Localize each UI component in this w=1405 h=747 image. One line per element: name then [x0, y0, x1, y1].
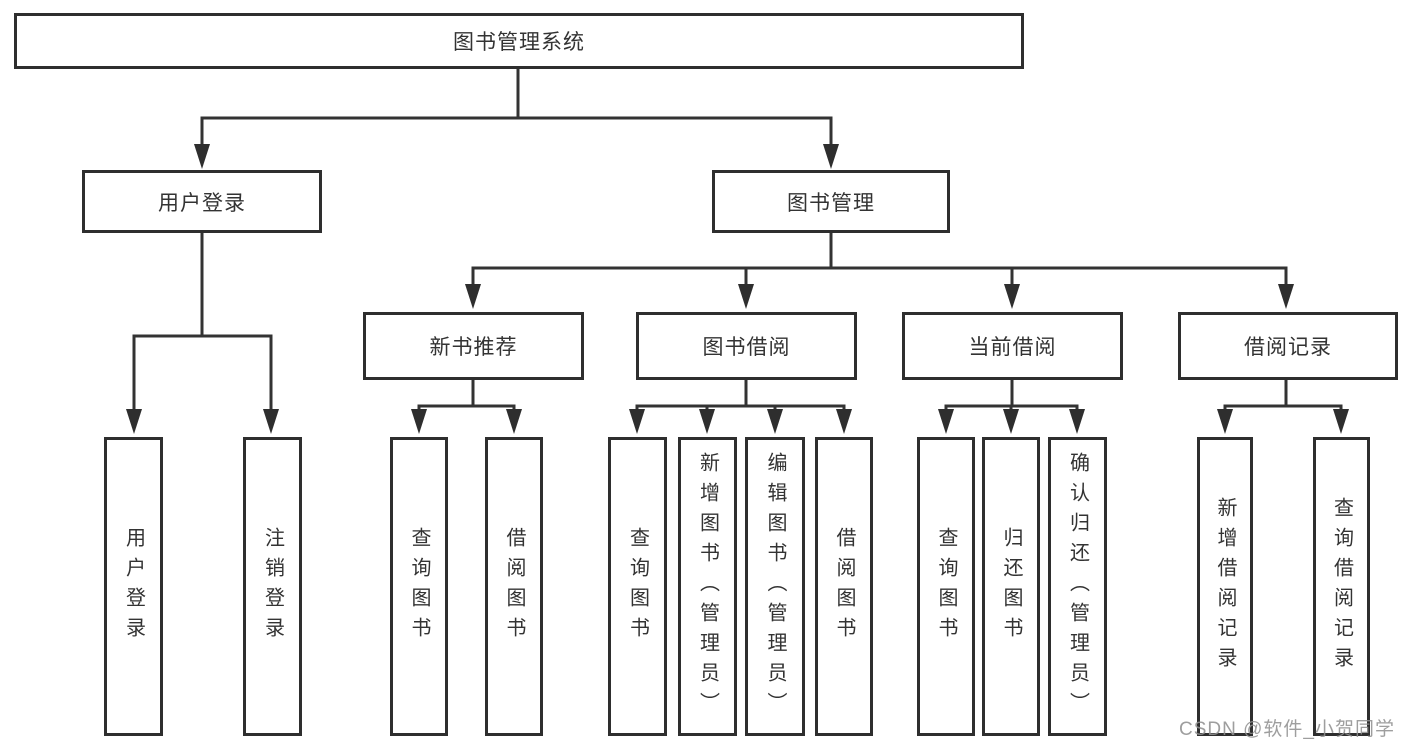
leaf-label: 查询图书	[935, 526, 957, 647]
node-label: 图书借阅	[702, 335, 791, 359]
node-label: 用户登录	[158, 190, 246, 215]
node-current-borrowing: 当前借阅	[902, 312, 1123, 380]
node-new-book-recommendation: 新书推荐	[363, 312, 584, 380]
leaf-label: 确认归还（管理员）	[1066, 451, 1089, 722]
leaf-add-borrow-record: 新增借阅记录	[1197, 437, 1253, 736]
node-book-management: 图书管理	[712, 170, 950, 233]
node-label: 图书管理	[787, 190, 875, 215]
leaf-label: 归还图书	[1000, 526, 1022, 647]
node-label: 当前借阅	[968, 335, 1057, 359]
node-label: 新书推荐	[429, 335, 518, 359]
leaf-user-login: 用户登录	[104, 437, 163, 736]
connector-current-to-leaves	[938, 380, 1085, 434]
leaf-label: 查询图书	[626, 526, 649, 647]
leaf-label: 编辑图书（管理员）	[764, 451, 786, 722]
leaf-return-books: 归还图书	[982, 437, 1040, 736]
leaf-add-books-admin: 新增图书（管理员）	[678, 437, 737, 736]
leaf-label: 借阅图书	[833, 526, 855, 647]
leaf-label: 查询图书	[408, 526, 430, 647]
connector-root-to-level2	[194, 69, 839, 169]
leaf-label: 新增图书（管理员）	[696, 451, 719, 722]
connector-newbook-to-leaves	[411, 380, 522, 434]
node-book-borrowing: 图书借阅	[636, 312, 857, 380]
leaf-label: 注销登录	[261, 526, 284, 647]
leaf-query-books-borrow: 查询图书	[608, 437, 667, 736]
node-user-login: 用户登录	[82, 170, 322, 233]
connector-userlogin-to-leaves	[126, 233, 279, 434]
leaf-label: 借阅图书	[503, 526, 525, 647]
leaf-logout: 注销登录	[243, 437, 302, 736]
connector-records-to-leaves	[1217, 380, 1349, 434]
leaf-label: 用户登录	[122, 526, 145, 647]
node-book-management-system: 图书管理系统	[14, 13, 1024, 69]
node-borrowing-records: 借阅记录	[1178, 312, 1398, 380]
leaf-query-books-recommend: 查询图书	[390, 437, 448, 736]
node-label: 图书管理系统	[453, 30, 585, 54]
connector-borrow-to-leaves	[629, 380, 852, 434]
leaf-edit-books-admin: 编辑图书（管理员）	[745, 437, 805, 736]
leaf-borrow-books: 借阅图书	[815, 437, 873, 736]
leaf-label: 新增借阅记录	[1214, 496, 1236, 677]
csdn-watermark: CSDN @软件_小贺同学	[1179, 719, 1395, 740]
leaf-query-borrow-record: 查询借阅记录	[1313, 437, 1370, 736]
leaf-confirm-return-admin: 确认归还（管理员）	[1048, 437, 1107, 736]
leaf-query-books-current: 查询图书	[917, 437, 975, 736]
connector-bookmgmt-to-level3	[465, 233, 1294, 309]
leaf-label: 查询借阅记录	[1330, 496, 1353, 677]
node-label: 借阅记录	[1244, 335, 1332, 359]
leaf-borrow-books-recommend: 借阅图书	[485, 437, 543, 736]
